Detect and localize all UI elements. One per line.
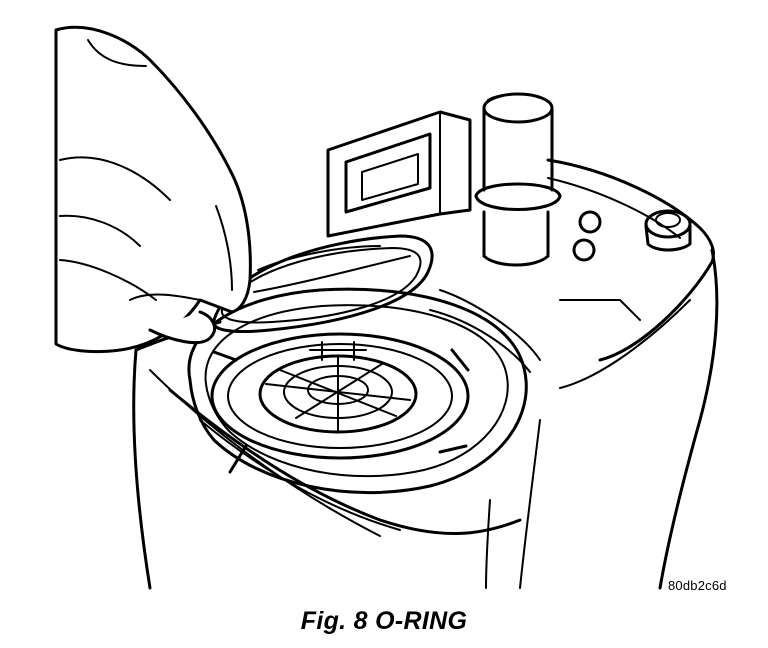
- caption-prefix: Fig. 8: [300, 607, 368, 635]
- filter-well-icon: [187, 287, 528, 495]
- caption-title: O-RING: [375, 607, 468, 635]
- hand-icon: [54, 25, 252, 354]
- reference-code: 80db2c6d: [668, 578, 727, 593]
- o-ring-icon: [212, 234, 434, 334]
- figure-caption: Fig. 8 O-RING: [0, 607, 768, 636]
- filter-housing-icon: [132, 92, 719, 590]
- o-ring-installation-illustration: [54, 25, 719, 590]
